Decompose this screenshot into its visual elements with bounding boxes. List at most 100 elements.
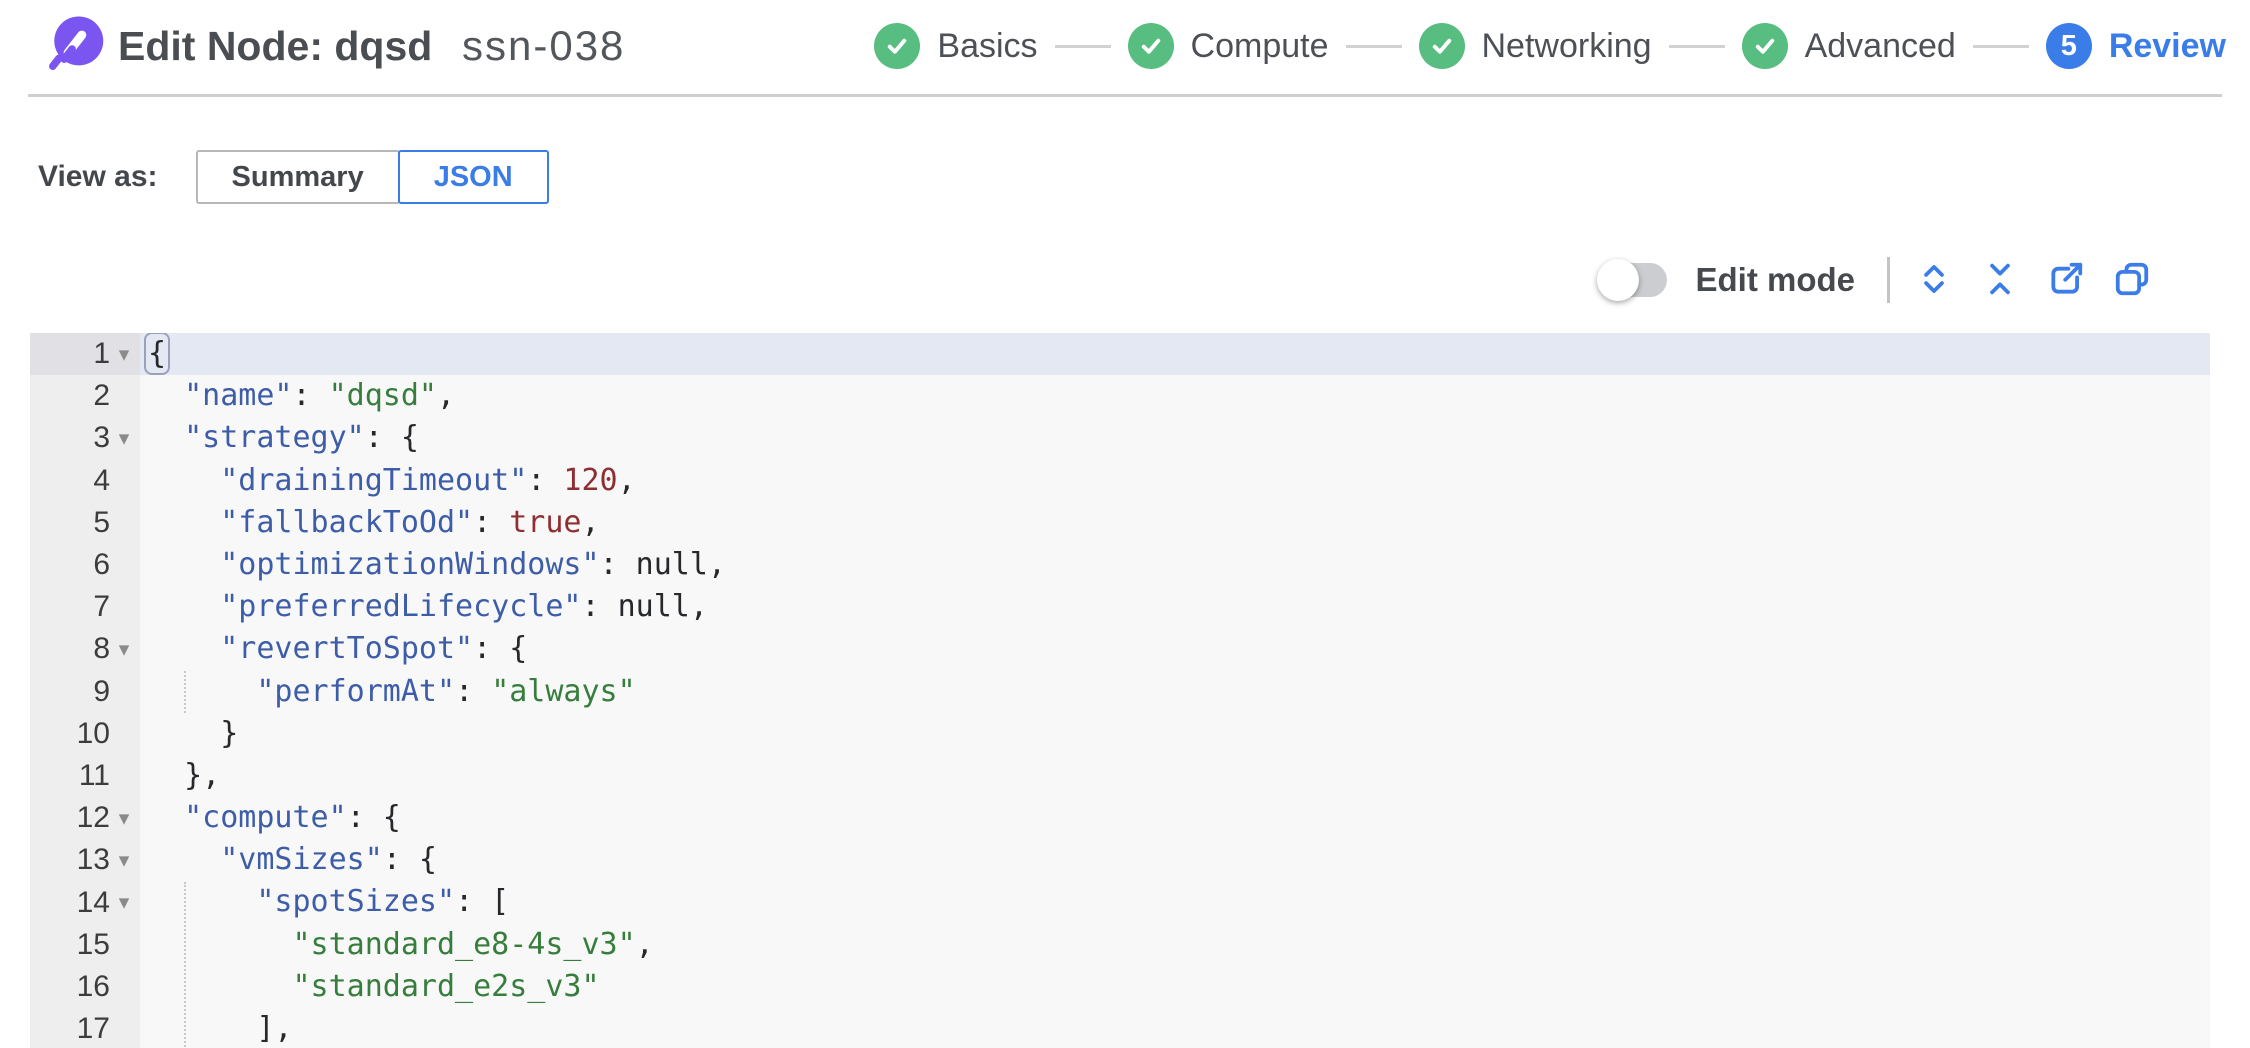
line-number: 10 <box>76 716 110 750</box>
step-networking[interactable]: Networking <box>1418 23 1652 69</box>
edit-mode-toggle[interactable] <box>1597 259 1668 301</box>
fold-toggle-icon[interactable]: ▾ <box>118 848 130 872</box>
header-divider <box>28 94 2222 97</box>
page-title: Edit Node: dqsd <box>118 22 433 69</box>
check-icon <box>1741 23 1788 69</box>
step-connector <box>1345 44 1402 48</box>
gutter-line-11: 11 <box>30 755 140 797</box>
gutter-line-3: 3▾ <box>30 417 140 459</box>
code-line-5[interactable]: "fallbackToOd": true, <box>220 504 600 540</box>
code-line-1[interactable]: { <box>140 333 2210 376</box>
line-number: 12 <box>76 801 110 835</box>
line-number: 11 <box>78 758 110 792</box>
code-line-4[interactable]: "drainingTimeout": 120, <box>220 462 636 498</box>
export-icon[interactable] <box>2044 258 2088 302</box>
line-number: 1 <box>93 337 110 371</box>
fold-toggle-icon[interactable]: ▾ <box>118 891 130 915</box>
line-number: 14 <box>76 885 110 919</box>
gutter-line-10: 10 <box>30 713 140 755</box>
line-number: 9 <box>93 674 110 708</box>
code-line-10[interactable]: } <box>148 715 239 751</box>
collapse-all-icon[interactable] <box>1978 258 2022 302</box>
gutter-line-4: 4 <box>30 460 140 502</box>
line-number: 5 <box>93 505 110 539</box>
gutter-line-7: 7 <box>30 586 140 628</box>
editor-code[interactable]: { "name": "dqsd", "strategy": { "drainin… <box>140 333 2210 1048</box>
step-review[interactable]: 5 Review <box>2045 23 2226 69</box>
matched-bracket: { <box>143 333 171 375</box>
code-line-12[interactable]: "compute": { <box>184 800 401 836</box>
fold-toggle-icon[interactable]: ▾ <box>118 426 130 450</box>
gutter-line-6: 6 <box>30 544 140 586</box>
gutter-line-5: 5 <box>30 502 140 544</box>
code-line-7[interactable]: "preferredLifecycle": null, <box>220 589 708 625</box>
line-number: 3 <box>93 421 110 455</box>
step-label: Review <box>2108 26 2226 65</box>
gutter-line-1: 1▾ <box>30 333 140 376</box>
check-icon <box>1418 23 1465 69</box>
code-line-6[interactable]: "optimizationWindows": null, <box>220 546 726 582</box>
code-line-9[interactable]: "performAt": "always" <box>256 673 636 709</box>
wizard-steps: Basics Compute Networking Advanced 5 Review <box>874 0 2226 92</box>
line-number: 16 <box>76 969 110 1003</box>
indent-guide <box>184 881 187 1048</box>
step-label: Compute <box>1190 26 1329 65</box>
fold-toggle-icon[interactable]: ▾ <box>118 342 130 366</box>
expand-all-icon[interactable] <box>1912 258 1956 302</box>
edit-mode-label: Edit mode <box>1695 261 1855 298</box>
gutter-line-12: 12 ▾ <box>30 797 140 839</box>
line-number: 13 <box>76 843 110 877</box>
code-line-8[interactable]: "revertToSpot": { <box>220 631 528 667</box>
spot-logo-icon <box>40 11 108 81</box>
code-line-13[interactable]: "vmSizes": { <box>220 842 437 878</box>
step-connector <box>1054 44 1111 48</box>
gutter-line-15: 15 <box>30 924 140 966</box>
view-as-summary-button[interactable]: Summary <box>195 150 400 204</box>
toggle-knob <box>1597 259 1640 301</box>
code-line-11[interactable]: }, <box>148 757 221 793</box>
line-number: 7 <box>93 590 110 624</box>
step-compute[interactable]: Compute <box>1127 23 1329 69</box>
line-number: 15 <box>76 927 110 961</box>
check-icon <box>874 23 921 69</box>
gutter-line-13: 13 ▾ <box>30 839 140 881</box>
gutter-line-8: 8▾ <box>30 628 140 670</box>
step-connector <box>1972 44 2029 48</box>
step-number: 5 <box>2045 23 2092 69</box>
code-line-15[interactable]: "standard_e8-4s_v3", <box>292 926 654 962</box>
step-label: Advanced <box>1804 26 1956 65</box>
code-line-16[interactable]: "standard_e2s_v3" <box>292 968 600 1004</box>
fold-toggle-icon[interactable]: ▾ <box>118 637 130 661</box>
copy-icon[interactable] <box>2110 258 2154 302</box>
step-advanced[interactable]: Advanced <box>1741 23 1956 69</box>
gutter-line-14: 14 ▾ <box>30 881 140 923</box>
gutter-line-2: 2 <box>30 375 140 417</box>
fold-toggle-icon[interactable]: ▾ <box>118 806 130 830</box>
gutter-line-16: 16 <box>30 966 140 1008</box>
code-line-14[interactable]: "spotSizes": [ <box>256 884 510 920</box>
step-label: Basics <box>937 26 1038 65</box>
step-basics[interactable]: Basics <box>874 23 1038 69</box>
line-number: 2 <box>93 379 110 413</box>
gutter-line-9: 9 <box>30 671 140 713</box>
line-number: 8 <box>93 632 110 666</box>
gutter-line-17: 17 <box>30 1008 140 1048</box>
code-line-2[interactable]: "name": "dqsd", <box>184 378 456 414</box>
indent-guide <box>184 670 187 713</box>
line-number: 6 <box>93 548 110 582</box>
check-icon <box>1127 23 1174 69</box>
line-number: 4 <box>93 463 110 497</box>
step-connector <box>1668 44 1725 48</box>
code-line-17[interactable]: ], <box>148 1011 293 1046</box>
editor-toolbar: Edit mode <box>1597 252 2154 308</box>
code-line-3[interactable]: "strategy": { <box>184 420 419 456</box>
step-label: Networking <box>1481 26 1652 65</box>
view-as-label: View as: <box>38 160 158 193</box>
view-as-json-button[interactable]: JSON <box>397 150 549 204</box>
